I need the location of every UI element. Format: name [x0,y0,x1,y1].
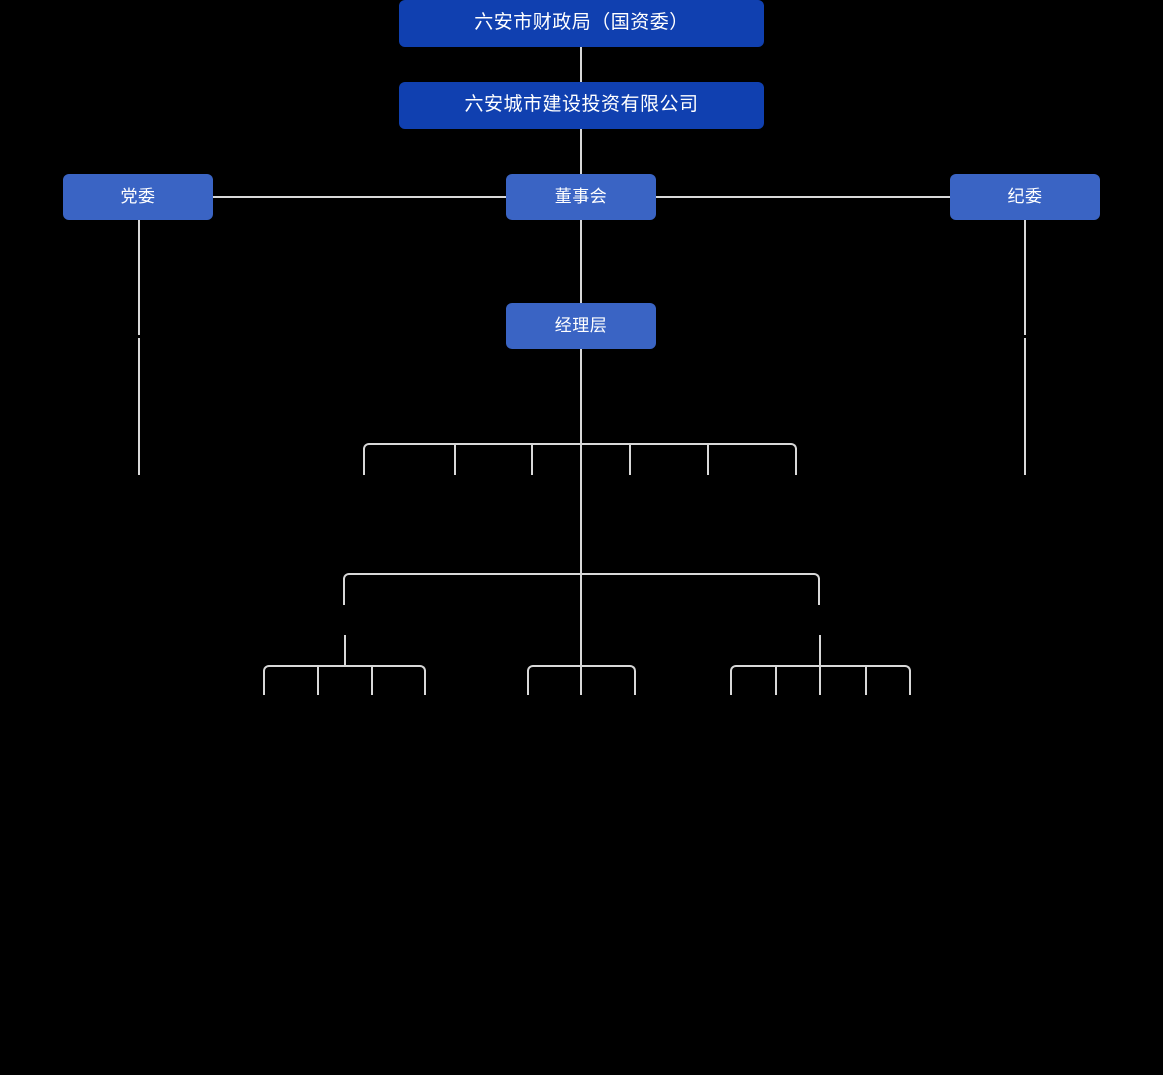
bus-group-right-stub-4 [865,665,867,695]
connector-party-committee-drop-lower [138,338,140,475]
node-parent-company[interactable]: 六安城市建设投资有限公司 [399,82,764,129]
bus-first-tier-stub-3 [531,443,533,475]
bus-group-right-feed [819,635,821,665]
node-party-committee[interactable]: 党委 [63,174,213,220]
bus-group-right-stub-2 [775,665,777,695]
node-label: 六安市财政局（国资委） [474,12,689,34]
bus-first-tier-stub-5 [707,443,709,475]
bus-first-tier-stub-4 [629,443,631,475]
connector-discipline-committee-drop-lower [1024,338,1026,475]
node-discipline-committee[interactable]: 纪委 [950,174,1100,220]
node-label: 党委 [120,186,156,206]
bus-group-right-stub-3 [819,665,821,695]
node-label: 经理层 [554,315,608,335]
connector-party-committee-drop [138,220,140,335]
bus-group-left [263,665,426,695]
bus-first-tier-stub-2 [454,443,456,475]
node-board-of-directors[interactable]: 董事会 [506,174,656,220]
bus-first-tier [363,443,797,475]
node-label: 董事会 [554,186,608,206]
bus-group-left-feed [344,635,346,665]
node-finance-bureau[interactable]: 六安市财政局（国资委） [399,0,764,47]
node-label: 六安城市建设投资有限公司 [464,94,699,116]
connector-company-to-board [580,129,582,174]
connector-bureau-to-company [580,47,582,82]
bus-group-left-stub-3 [371,665,373,695]
bus-second-tier [343,573,820,605]
bus-group-center-stub-2 [580,665,582,695]
node-management-layer[interactable]: 经理层 [506,303,656,349]
connector-board-trunk [580,220,582,673]
node-label: 纪委 [1007,186,1043,206]
bus-group-left-stub-2 [317,665,319,695]
connector-discipline-committee-drop [1024,220,1026,335]
